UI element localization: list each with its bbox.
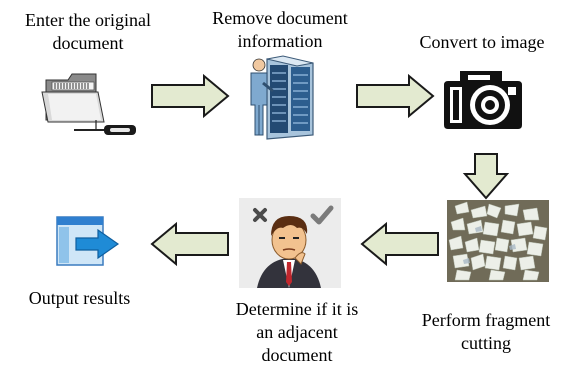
- label-remove-document-information: Remove document information: [212, 8, 348, 51]
- server-admin-icon: [250, 55, 314, 140]
- folder-icon: [41, 73, 136, 135]
- label-determine-adjacent-document: Determine if it is an adjacent document: [235, 299, 359, 365]
- label-convert-to-image: Convert to image: [419, 32, 545, 52]
- thinking-person-icon: [239, 198, 341, 288]
- label-perform-fragment-cutting: Perform fragment cutting: [421, 310, 551, 353]
- label-output-results: Output results: [28, 288, 131, 308]
- label-enter-original-document: Enter the original document: [25, 10, 151, 53]
- arrow-right-2: [356, 73, 435, 119]
- arrow-left-1: [360, 221, 439, 267]
- camera-icon: [444, 71, 522, 129]
- arrow-left-2: [150, 221, 229, 267]
- arrow-down: [462, 153, 510, 200]
- arrow-right-1: [151, 73, 230, 119]
- output-window-icon: [56, 216, 120, 266]
- paper-fragments-icon: [447, 200, 549, 282]
